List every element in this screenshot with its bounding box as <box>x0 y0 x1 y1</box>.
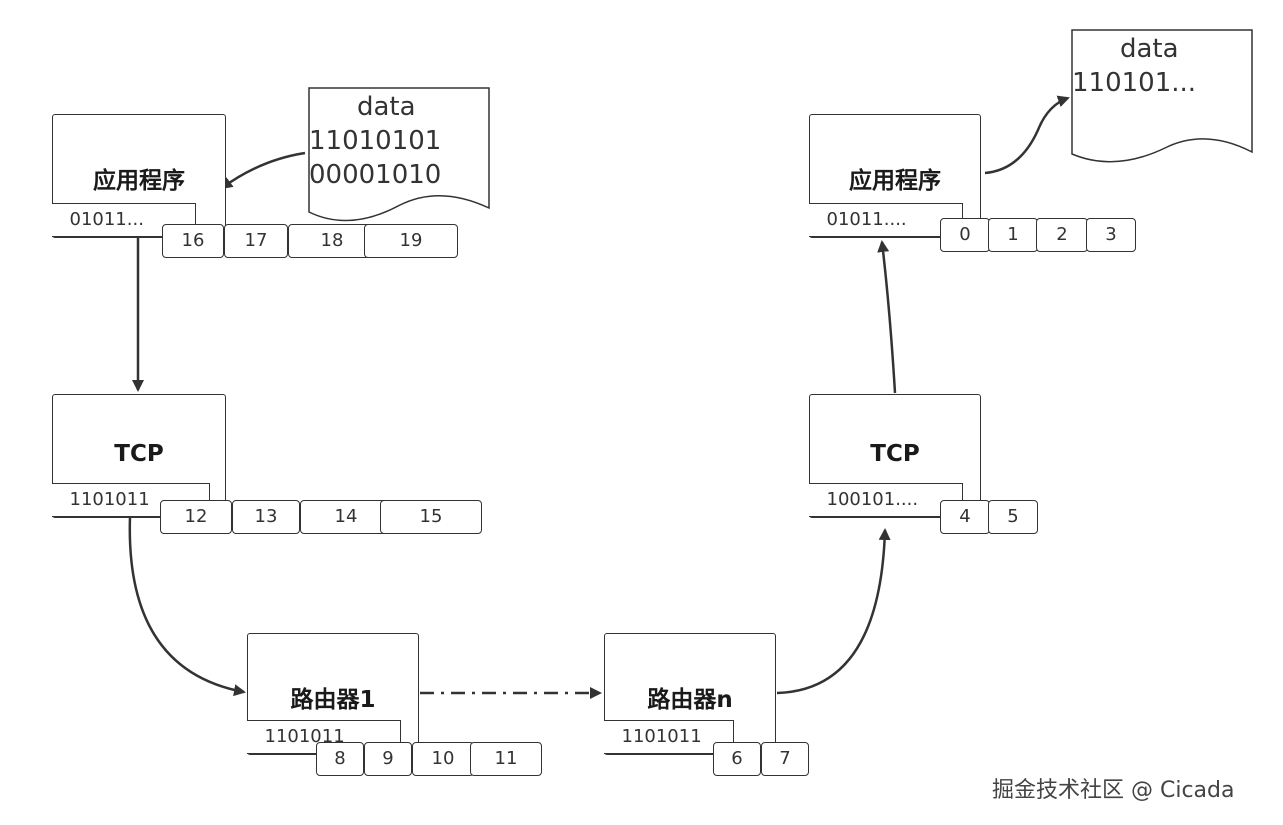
routern-title: 路由器n <box>647 687 733 713</box>
dest-tcp-bits: 100101.... <box>808 483 963 517</box>
routern-segment: 7 <box>761 742 809 776</box>
source-app-segment: 16 <box>162 224 224 258</box>
routern-bits: 1101011 <box>603 720 734 754</box>
source-app-segment: 19 <box>364 224 458 258</box>
dest-app-bits: 01011.... <box>808 203 963 237</box>
source-tcp-segment: 15 <box>380 500 482 534</box>
source-document-shape <box>308 87 490 222</box>
arrow-doc-to-source-app <box>220 151 306 190</box>
router1-segment: 9 <box>364 742 412 776</box>
source-doc-line2: 00001010 <box>309 160 442 190</box>
router1-title: 路由器1 <box>290 687 376 713</box>
routern-node: 路由器n 1101011 <box>603 633 776 755</box>
source-doc-label: data <box>357 92 416 122</box>
source-tcp-node: TCP 1101011 <box>51 394 226 518</box>
router1-segment: 11 <box>470 742 542 776</box>
source-app-segment: 17 <box>224 224 288 258</box>
dest-tcp-segment: 5 <box>988 500 1038 534</box>
destination-document-shape <box>1071 29 1253 163</box>
dest-app-node: 应用程序 01011.... <box>808 114 981 238</box>
source-app-node: 应用程序 01011... <box>51 114 226 238</box>
dest-doc-label: data <box>1120 34 1179 64</box>
dest-app-segment: 3 <box>1086 218 1136 252</box>
arrow-tcp-to-router1 <box>128 516 246 697</box>
source-doc-line1: 11010101 <box>309 126 442 156</box>
dest-app-title: 应用程序 <box>849 168 941 194</box>
arrow-routern-to-dest-tcp <box>776 528 891 695</box>
dest-doc-line1: 110101... <box>1072 68 1197 98</box>
arrow-dest-app-to-doc <box>984 95 1070 175</box>
dest-tcp-node: TCP 100101.... <box>808 394 981 518</box>
watermark: 掘金技术社区 @ Cicada <box>992 778 1235 803</box>
source-tcp-title: TCP <box>114 441 164 467</box>
source-app-title: 应用程序 <box>93 168 185 194</box>
dest-app-segment: 0 <box>940 218 990 252</box>
source-app-bits: 01011... <box>51 203 196 237</box>
dest-app-segment: 2 <box>1036 218 1088 252</box>
router1-node: 路由器1 1101011 <box>246 633 419 755</box>
source-tcp-segment: 12 <box>160 500 232 534</box>
router1-segment: 8 <box>316 742 364 776</box>
source-tcp-segment: 14 <box>300 500 392 534</box>
router1-segment: 10 <box>412 742 474 776</box>
source-tcp-segment: 13 <box>232 500 300 534</box>
routern-segment: 6 <box>713 742 761 776</box>
arrow-dest-tcp-to-app <box>877 240 897 394</box>
dest-tcp-segment: 4 <box>940 500 990 534</box>
dest-app-segment: 1 <box>988 218 1038 252</box>
source-app-segment: 18 <box>288 224 376 258</box>
dest-tcp-title: TCP <box>870 441 920 467</box>
